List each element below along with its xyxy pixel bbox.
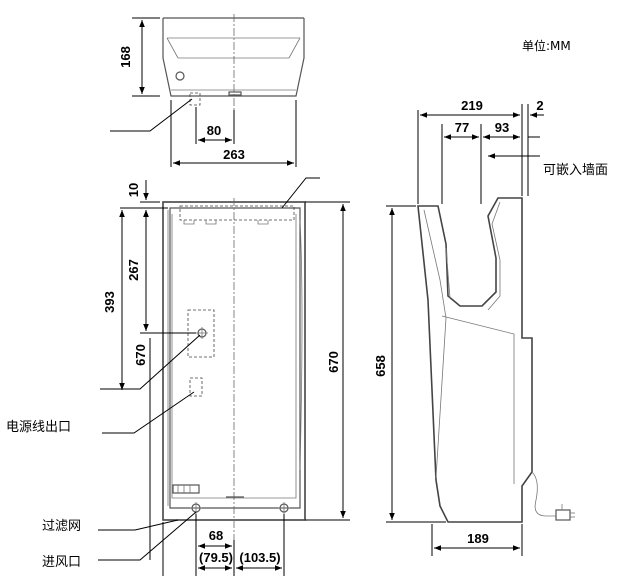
dim-front-670-outer: 670 <box>326 351 341 373</box>
dim-side-189: 189 <box>467 531 489 546</box>
dim-top-offset: 80 <box>207 123 221 138</box>
top-power-outlet <box>189 92 201 106</box>
dim-side-93: 93 <box>495 120 509 135</box>
dim-bottom-68: 68 <box>209 528 223 543</box>
top-view <box>110 14 305 167</box>
dim-bottom-79-5: (79.5) <box>199 550 233 565</box>
top-view-outline <box>162 18 305 97</box>
front-view <box>98 177 350 576</box>
label-power-outlet: 电源线出口 <box>6 420 71 435</box>
leader-filter <box>98 519 179 531</box>
leader-power-outlet <box>102 391 195 434</box>
dim-top-height: 168 <box>118 46 133 68</box>
front-power-outlet <box>189 377 203 397</box>
dim-top-width: 263 <box>223 147 245 162</box>
label-recess: 可嵌入墙面 <box>543 163 608 178</box>
front-view-outline <box>162 201 306 521</box>
dim-side-219: 219 <box>461 98 483 113</box>
dim-top-gap: 10 <box>126 183 141 197</box>
side-power-cord <box>531 471 556 517</box>
dim-front-393: 393 <box>102 291 117 313</box>
side-view-outline <box>417 197 533 523</box>
leader-air-inlet <box>98 511 197 561</box>
unit-label: 单位:MM <box>522 38 571 53</box>
dim-side-2: 2 <box>536 98 543 113</box>
side-view <box>386 104 575 556</box>
dim-front-267: 267 <box>126 259 141 281</box>
dim-side-77: 77 <box>455 120 469 135</box>
dim-bottom-103-5: (103.5) <box>239 550 280 565</box>
front-top-slot <box>179 205 295 221</box>
plug-icon <box>555 509 571 521</box>
dim-front-670-inner: 670 <box>133 344 148 366</box>
label-filter: 过滤网 <box>42 519 81 534</box>
top-screw-hole <box>175 71 185 81</box>
dim-side-658: 658 <box>373 355 388 377</box>
front-filter-panel <box>172 484 200 494</box>
label-air-inlet: 进风口 <box>42 555 81 570</box>
